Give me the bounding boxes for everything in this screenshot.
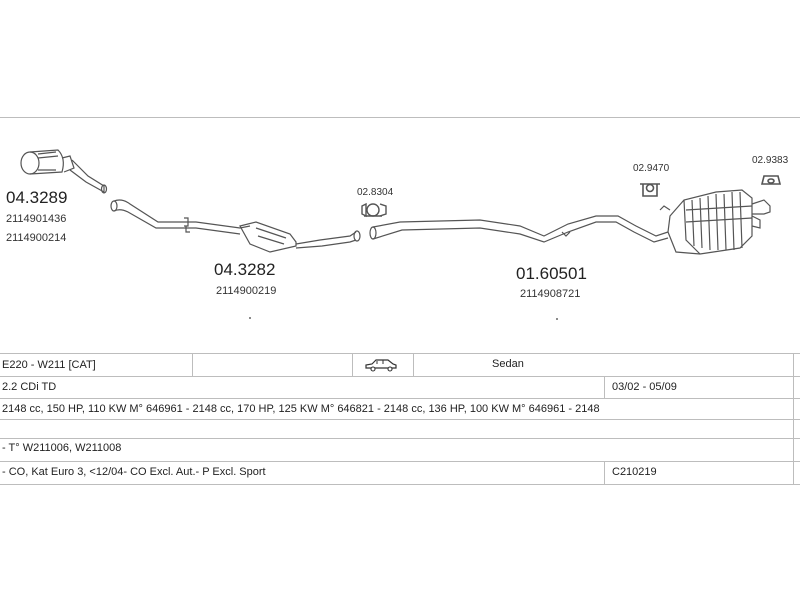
table-divider — [793, 353, 794, 484]
system-code: C210219 — [612, 466, 657, 478]
table-border — [0, 461, 800, 462]
part-number-04-3282: 04.3282 — [214, 260, 276, 279]
oem-number: 2114900214 — [6, 232, 67, 244]
sedan-car-icon — [365, 359, 397, 372]
table-divider — [604, 461, 605, 484]
part-number-01-60501: 01.60501 — [516, 264, 587, 283]
clamp-drawing — [361, 202, 387, 218]
front-catalyst-drawing — [20, 149, 108, 194]
table-divider — [192, 353, 193, 376]
table-border — [0, 419, 800, 420]
table-border — [0, 376, 800, 377]
table-border — [0, 353, 800, 354]
chassis-codes: - T° W211006, W211008 — [2, 442, 122, 454]
rear-pipe-drawing — [369, 215, 669, 243]
rear-silencer-drawing — [659, 189, 771, 255]
engine-type: 2.2 CDi TD — [2, 381, 57, 393]
table-divider — [352, 353, 353, 376]
fitment-notes: - CO, Kat Euro 3, <12/04- CO Excl. Aut.-… — [2, 466, 266, 478]
marker-dot — [249, 317, 251, 319]
hanger-9383-drawing — [760, 175, 782, 185]
table-divider — [604, 376, 605, 398]
middle-pipe-catalyst-drawing — [110, 199, 361, 253]
table-border — [0, 398, 800, 399]
part-number-02-9470: 02.9470 — [633, 163, 670, 174]
part-number-02-8304: 02.8304 — [357, 187, 394, 198]
table-divider — [413, 353, 414, 376]
oem-number: 2114908721 — [520, 288, 581, 300]
vehicle-model: E220 - W211 [CAT] — [2, 359, 96, 371]
oem-number: 2114900219 — [216, 285, 277, 297]
engine-specs: 2148 cc, 150 HP, 110 KW M° 646961 - 2148… — [2, 403, 600, 415]
part-number-02-9383: 02.9383 — [752, 155, 789, 166]
table-border — [0, 438, 800, 439]
top-border — [0, 117, 800, 118]
part-number-04-3289: 04.3289 — [6, 188, 68, 207]
exhaust-system-diagram — [20, 149, 782, 255]
table-border — [0, 484, 800, 485]
oem-number: 2114901436 — [6, 213, 67, 225]
body-type: Sedan — [492, 358, 524, 370]
production-years: 03/02 - 05/09 — [612, 381, 677, 393]
hanger-9470-drawing — [640, 183, 660, 197]
marker-dot — [556, 318, 558, 320]
